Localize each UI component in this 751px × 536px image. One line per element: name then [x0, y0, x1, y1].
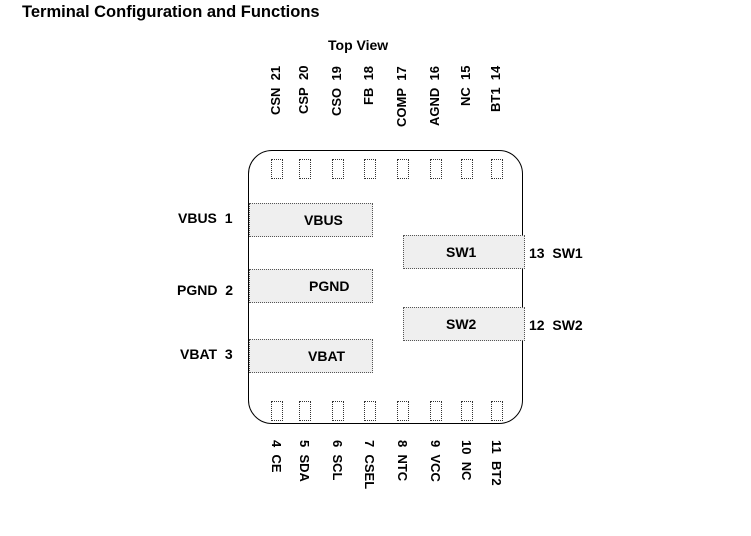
top-pin-21-label: CSN 21 — [268, 66, 284, 146]
pin-5-number: 5 — [297, 440, 312, 448]
top-pin-16-label: AGND 16 — [427, 66, 443, 146]
pin-18-number: 18 — [361, 66, 376, 81]
bot-pin-11-label: 11 BT2 — [488, 440, 504, 510]
pin-14-number: 14 — [488, 66, 503, 81]
pin-15-number: 15 — [458, 66, 473, 81]
pin-17-number: 17 — [394, 66, 409, 81]
bot-pin-4-label: 4 CE — [268, 440, 284, 510]
pin-16-name: AGND — [427, 87, 442, 126]
bottom-pad-pin-11 — [491, 401, 503, 421]
bot-pin-8-label: 8 NTC — [394, 440, 410, 510]
top-pin-17-label: COMP 17 — [394, 66, 410, 146]
pin-1-number: 1 — [224, 210, 233, 226]
pin-11-number: 11 — [489, 440, 504, 454]
bot-pin-5-label: 5 SDA — [296, 440, 312, 510]
pin-17-name: COMP — [394, 87, 409, 127]
pin-11-name: BT2 — [489, 460, 504, 486]
pin-7-number: 7 — [362, 440, 377, 448]
pin-12-number: 12 — [529, 317, 545, 333]
top-pad-pin-14 — [491, 159, 503, 179]
top-pad-pin-16 — [430, 159, 442, 179]
pin-12-label: 12 SW2 — [529, 317, 583, 333]
top-pin-19-label: CSO 19 — [329, 66, 345, 146]
pin-20-number: 20 — [296, 66, 311, 81]
bottom-pad-pin-5 — [299, 401, 311, 421]
pad-sw1: SW1 — [403, 235, 525, 269]
top-pad-pin-20 — [299, 159, 311, 179]
package-body: VBUS PGND VBAT SW1 SW2 — [248, 150, 525, 424]
pin-2-label: PGND 2 — [177, 282, 233, 298]
top-pin-18-label: FB 18 — [361, 66, 377, 146]
pin-4-name: CE — [269, 454, 284, 473]
pin-20-name: CSP — [296, 87, 311, 115]
pad-vbat: VBAT — [249, 339, 373, 373]
bottom-pad-pin-4 — [271, 401, 283, 421]
pad-vbus: VBUS — [249, 203, 373, 237]
pin-21-name: CSN — [268, 87, 283, 116]
pin-2-number: 2 — [225, 282, 234, 298]
pin-3-number: 3 — [224, 346, 233, 362]
pin-16-number: 16 — [427, 66, 442, 81]
top-pin-20-label: CSP 20 — [296, 66, 312, 146]
pin-13-name: SW1 — [552, 245, 583, 261]
pad-label-sw2: SW2 — [446, 316, 477, 332]
pin-19-number: 19 — [329, 66, 344, 81]
pin-15-name: NC — [458, 87, 473, 107]
pin-21-number: 21 — [268, 66, 283, 81]
pin-4-number: 4 — [269, 440, 284, 448]
pin-1-label: VBUS 1 — [178, 210, 232, 226]
bottom-pad-pin-9 — [430, 401, 442, 421]
pin-5-name: SDA — [297, 454, 312, 482]
view-label: Top View — [328, 37, 389, 53]
pin-9-name: VCC — [428, 454, 443, 482]
pin-10-number: 10 — [459, 440, 474, 455]
pin-2-name: PGND — [177, 282, 218, 298]
pad-label-vbat: VBAT — [308, 348, 346, 364]
pin-8-name: NTC — [395, 454, 410, 482]
pad-label-pgnd: PGND — [309, 278, 350, 294]
pin-3-label: VBAT 3 — [180, 346, 233, 362]
pin-14-name: BT1 — [488, 87, 503, 113]
pad-pgnd: PGND — [249, 269, 373, 303]
top-pad-pin-15 — [461, 159, 473, 179]
pin-9-number: 9 — [428, 440, 443, 448]
bottom-pad-pin-7 — [364, 401, 376, 421]
pad-label-vbus: VBUS — [304, 212, 343, 228]
pin-6-name: SCL — [330, 454, 345, 481]
pin-18-name: FB — [361, 87, 376, 106]
pin-19-name: CSO — [329, 87, 344, 116]
bot-pin-6-label: 6 SCL — [329, 440, 345, 510]
pin-1-name: VBUS — [178, 210, 217, 226]
pin-13-label: 13 SW1 — [529, 245, 583, 261]
bottom-pad-pin-8 — [397, 401, 409, 421]
pin-13-number: 13 — [529, 245, 545, 261]
top-pad-pin-18 — [364, 159, 376, 179]
bottom-pad-pin-6 — [332, 401, 344, 421]
bot-pin-7-label: 7 CSEL — [361, 440, 377, 510]
pin-6-number: 6 — [330, 440, 345, 448]
pin-12-name: SW2 — [552, 317, 583, 333]
top-pin-15-label: NC 15 — [458, 66, 474, 146]
bottom-pad-pin-10 — [461, 401, 473, 421]
bot-pin-9-label: 9 VCC — [427, 440, 443, 510]
pin-10-name: NC — [459, 461, 474, 481]
top-pad-pin-19 — [332, 159, 344, 179]
top-pin-14-label: BT1 14 — [488, 66, 504, 146]
section-title: Terminal Configuration and Functions — [22, 3, 320, 21]
pin-3-name: VBAT — [180, 346, 218, 362]
pad-label-sw1: SW1 — [446, 244, 477, 260]
pin-7-name: CSEL — [362, 454, 377, 490]
top-pad-pin-21 — [271, 159, 283, 179]
bot-pin-10-label: 10 NC — [458, 440, 474, 510]
top-pad-pin-17 — [397, 159, 409, 179]
pad-sw2: SW2 — [403, 307, 525, 341]
pin-8-number: 8 — [395, 440, 410, 448]
